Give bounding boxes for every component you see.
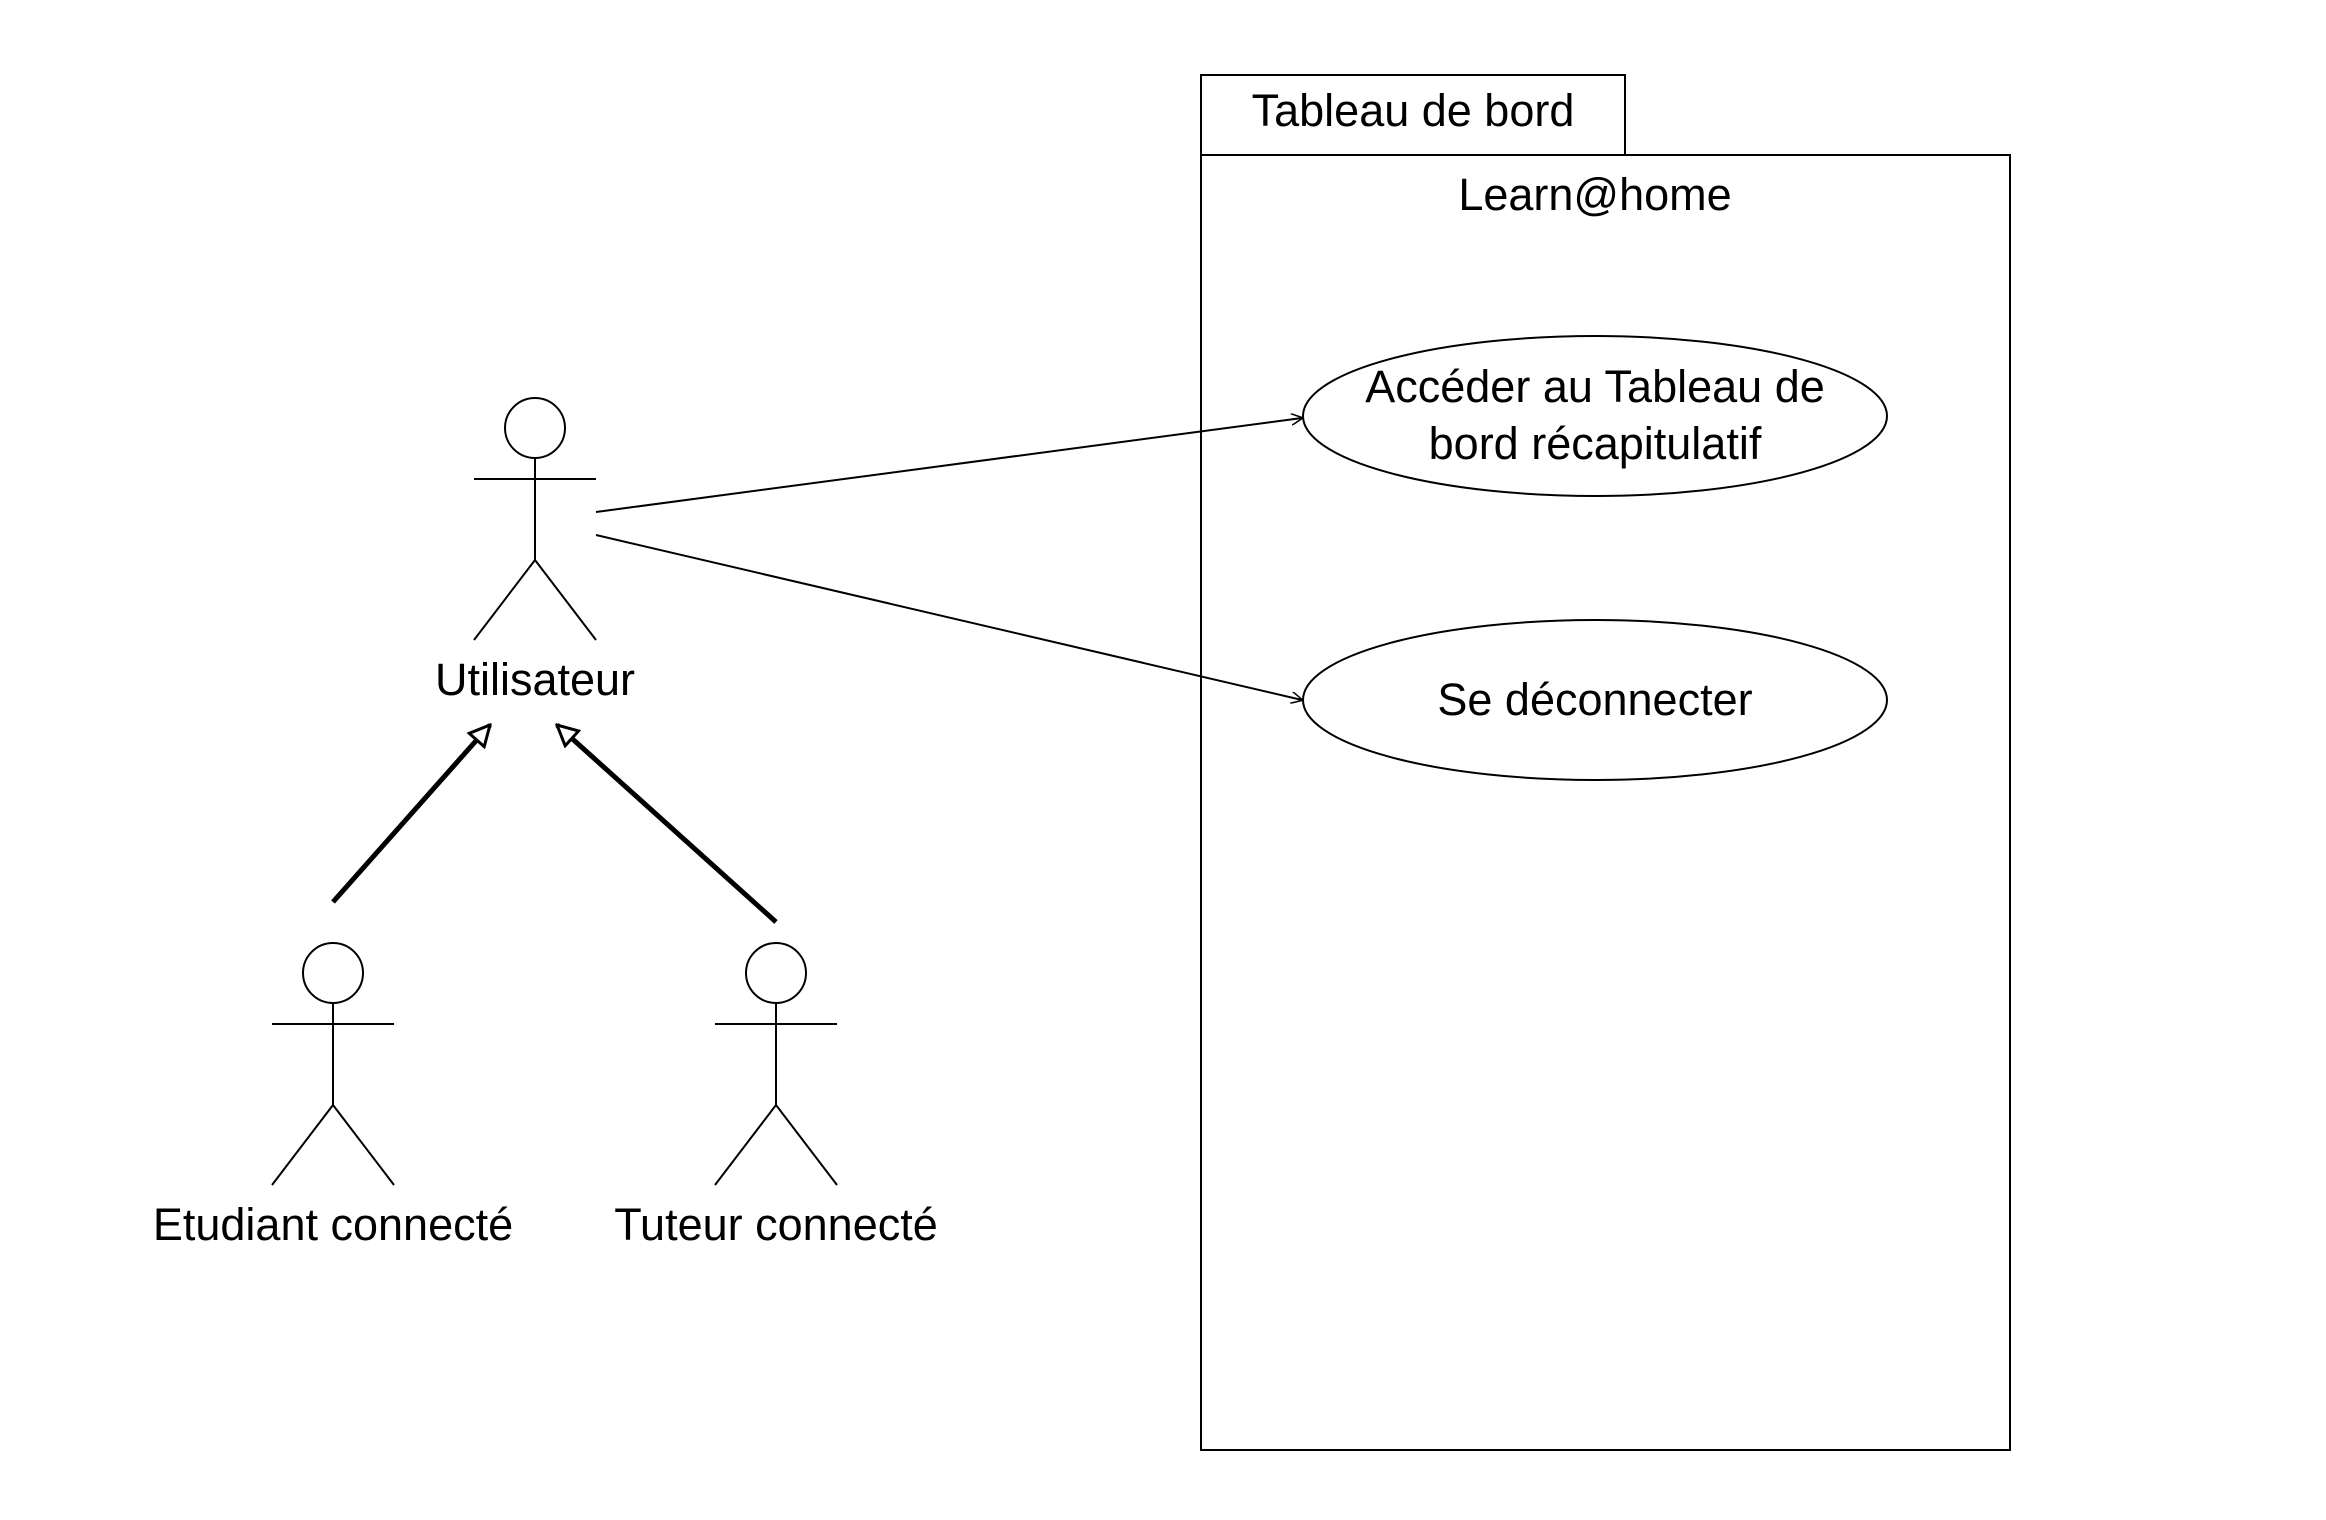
use-case-dashboard: Accéder au Tableau de bord récapitulatif (1302, 335, 1888, 497)
actor-leg-left (473, 559, 536, 641)
actor-leg-right (332, 1104, 395, 1186)
actor-leg-left (271, 1104, 334, 1186)
use-case-logout: Se déconnecter (1302, 619, 1888, 781)
use-case-label: Accéder au Tableau de (1365, 361, 1825, 412)
actor-head (745, 942, 807, 1004)
actor-leg-right (775, 1104, 838, 1186)
generalization-etudiant (331, 725, 490, 904)
actor-leg-right (534, 559, 597, 641)
system-name: Learn@home (1458, 169, 1731, 220)
generalization-tuteur (557, 725, 778, 924)
actor-utilisateur (473, 397, 597, 641)
use-case-ellipse (1302, 335, 1888, 497)
package-tab (1200, 74, 1626, 156)
association-dashboard (595, 418, 1302, 513)
actor-label: Etudiant connecté (153, 1199, 513, 1250)
actor-leg-left (714, 1104, 777, 1186)
use-case-label: Se déconnecter (1437, 674, 1752, 725)
actor-head (302, 942, 364, 1004)
actor-label: Utilisateur (435, 654, 635, 705)
actor-label: Tuteur connecté (614, 1199, 938, 1250)
actor-head (504, 397, 566, 459)
actor-etudiant (271, 942, 395, 1186)
use-case-label: bord récapitulatif (1429, 418, 1762, 469)
association-logout (595, 534, 1302, 700)
package-tab-label: Tableau de bord (1252, 85, 1575, 136)
actor-tuteur (714, 942, 838, 1186)
